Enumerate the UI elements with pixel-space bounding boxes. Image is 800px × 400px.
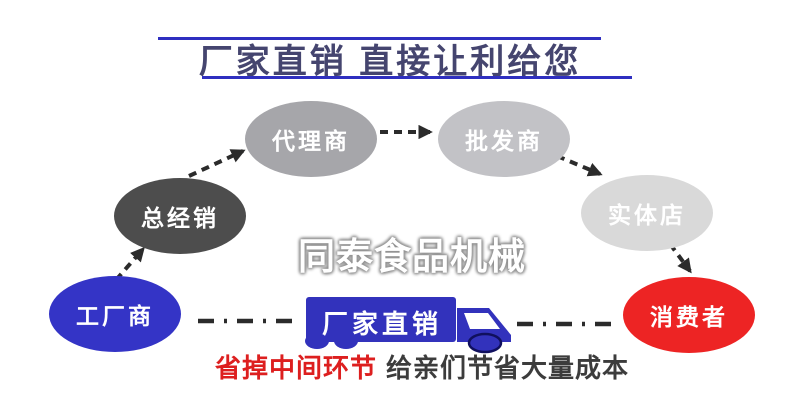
node-retail-store: 实体店: [581, 175, 713, 251]
arrow-wholesaler-to-store: [556, 154, 603, 177]
arrow-store-to-consumer: [668, 242, 692, 274]
bottom-caption: 省掉中间环节给亲们节省大量成本: [215, 348, 629, 385]
delivery-truck: [305, 297, 511, 354]
title-top-rule: [158, 37, 601, 40]
node-factory: 工厂商: [49, 276, 181, 352]
title-underline-rule: [202, 76, 632, 79]
node-factory-label: 工厂商: [76, 303, 154, 329]
node-wholesaler: 批发商: [438, 101, 570, 177]
page-title: 厂家直销 直接让利给您: [198, 43, 582, 81]
caption-rest: 给亲们节省大量成本: [386, 353, 630, 383]
node-agent: 代理商: [245, 101, 377, 177]
node-consumer: 消费者: [623, 277, 755, 353]
node-general-distributor-label: 总经销: [141, 205, 219, 231]
watermark-text: 同泰食品机械: [298, 236, 526, 277]
arrow-distributor-to-agent: [188, 149, 246, 178]
arrow-factory-to-distributor: [114, 246, 145, 282]
node-wholesaler-label: 批发商: [465, 128, 543, 154]
node-agent-label: 代理商: [272, 128, 350, 154]
truck-front-wheel: [467, 332, 503, 354]
node-retail-store-label: 实体店: [608, 202, 686, 228]
truck-label: 厂家直销: [321, 309, 442, 339]
truck-cargo-body: [306, 297, 456, 342]
node-general-distributor: 总经销: [114, 178, 246, 254]
truck-cab-window: [464, 313, 500, 329]
caption-highlight: 省掉中间环节: [215, 353, 378, 383]
node-consumer-label: 消费者: [650, 304, 728, 330]
